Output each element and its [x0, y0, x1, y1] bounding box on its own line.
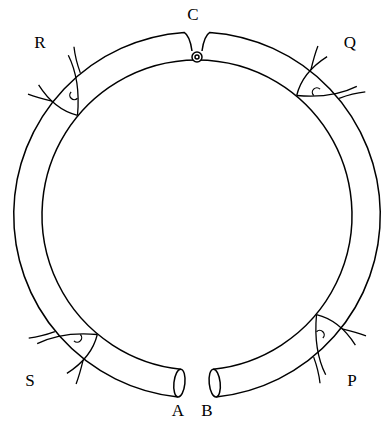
- valve-line: [37, 309, 97, 369]
- valve-line: [74, 335, 84, 345]
- valve-symbol: [283, 45, 366, 128]
- valve-line: [29, 322, 55, 348]
- valve-line: [291, 55, 331, 95]
- point-label: C: [187, 6, 198, 23]
- valve-line: [339, 82, 365, 108]
- tube-outer-wall: [202, 32, 380, 397]
- point-label: P: [347, 372, 356, 389]
- point-label: Q: [344, 34, 356, 51]
- valve-line: [68, 92, 78, 102]
- valve-line: [302, 46, 326, 70]
- valve-symbol: [29, 302, 112, 385]
- valve-line: [317, 309, 357, 349]
- valve-line: [342, 320, 366, 344]
- junction-ring: [192, 52, 202, 62]
- valve-line: [64, 47, 90, 73]
- valve-line: [297, 61, 357, 121]
- valve-line: [68, 360, 92, 384]
- tube-open-end: [208, 369, 222, 398]
- tube-outer-wall: [14, 32, 192, 397]
- tube-inner-wall: [42, 60, 352, 369]
- valve-line: [304, 357, 330, 383]
- valve-line: [43, 55, 103, 115]
- valve-line: [291, 315, 351, 375]
- tube-open-end: [172, 369, 186, 398]
- point-label: R: [34, 34, 45, 51]
- point-label: S: [25, 372, 34, 389]
- junction-dot: [195, 55, 199, 59]
- valve-line: [63, 335, 103, 375]
- valve-line: [37, 81, 77, 121]
- valve-line: [28, 86, 52, 110]
- point-label: A: [172, 402, 184, 419]
- valve-line: [317, 328, 327, 338]
- valve-line: [310, 86, 320, 96]
- valve-symbol: [27, 47, 110, 130]
- point-label: B: [201, 402, 212, 419]
